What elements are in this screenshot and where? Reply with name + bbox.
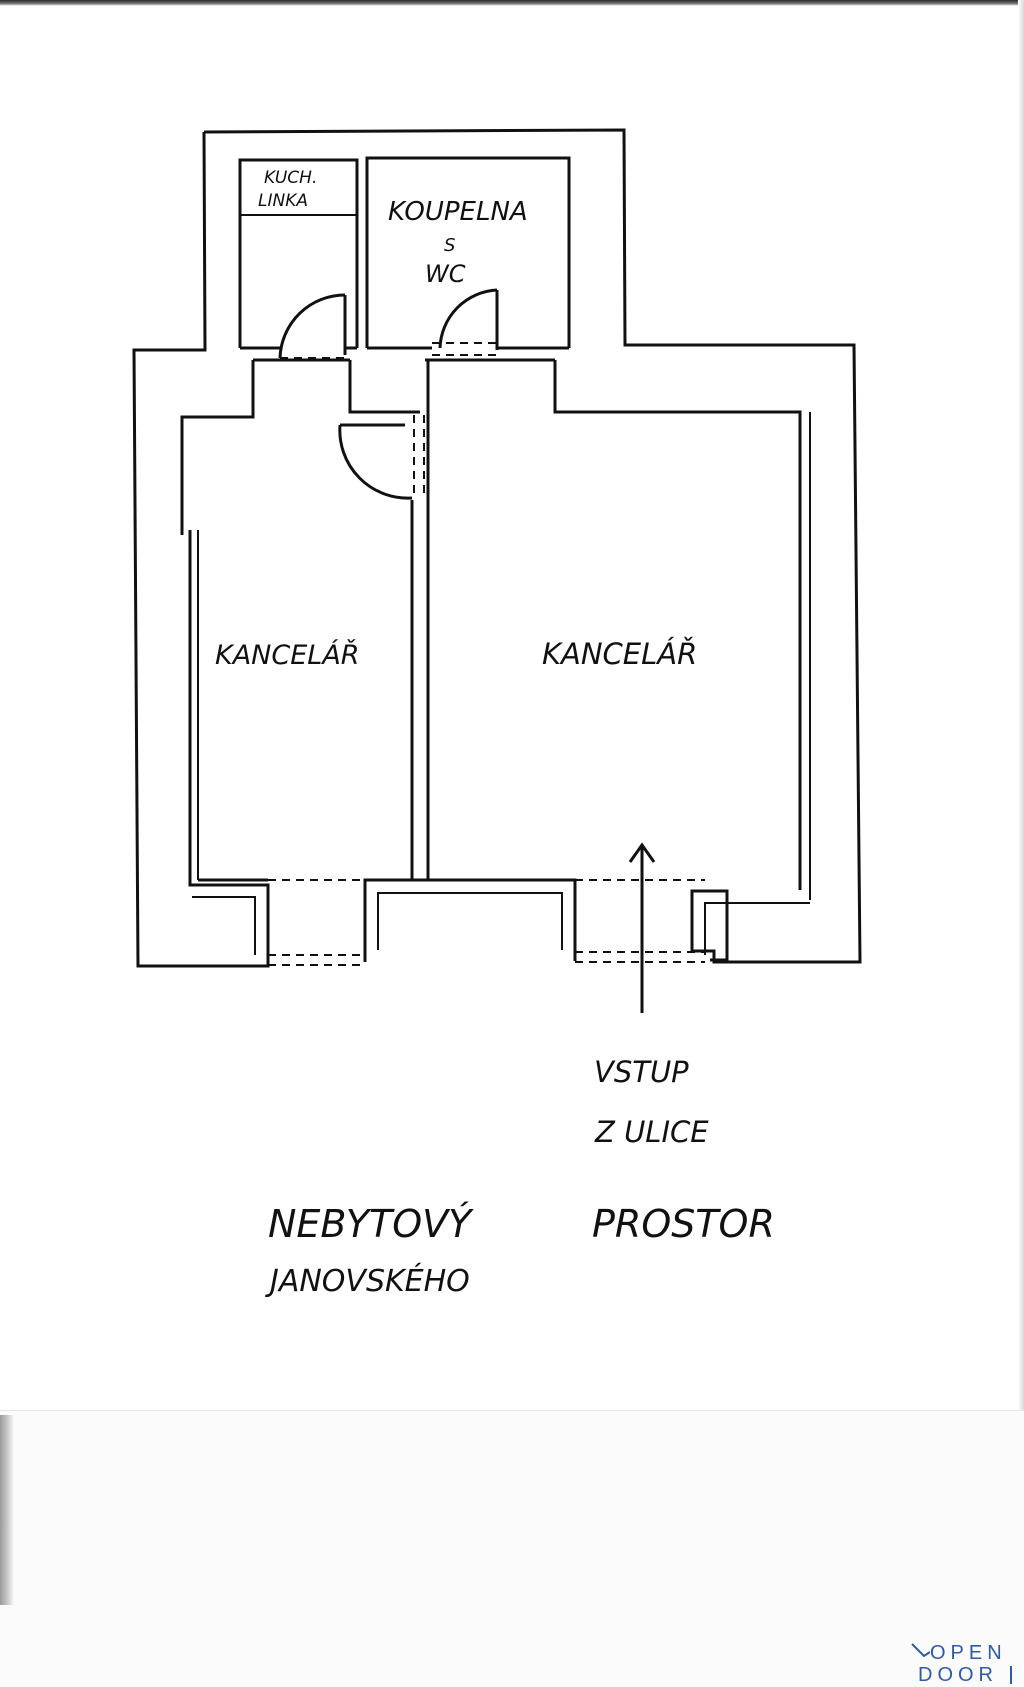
kitchenette-door-swing	[278, 293, 346, 359]
south-wall-left-inner	[192, 896, 256, 955]
scan-right-edge	[1018, 0, 1024, 1420]
scan-paper-bottom	[0, 1410, 1024, 1687]
doors	[278, 288, 499, 500]
outer-wall-outline	[203, 128, 862, 964]
title-line1-b: PROSTOR	[592, 1202, 775, 1246]
south-wall-right-inner	[704, 902, 810, 955]
scan-left-strip	[0, 1415, 14, 1605]
bathroom-label-line2: S	[444, 235, 455, 256]
office-right-label: KANCELÁŘ	[542, 637, 697, 671]
openings	[268, 342, 705, 966]
open-door-logo: OPEN DOOR	[910, 1642, 1022, 1686]
office-left-label: KANCELÁŘ	[215, 639, 360, 671]
logo-line2: DOOR	[918, 1664, 998, 1686]
inner-walls	[180, 156, 811, 900]
kitchenette-label-line1: KUCH.	[264, 168, 317, 188]
entrance-label-line1: VSTUP	[594, 1055, 689, 1089]
scan-top-edge	[0, 0, 1024, 6]
bathroom-walls	[365, 156, 571, 348]
south-wall-middle-inner	[377, 892, 563, 950]
kitchenette-walls	[238, 158, 359, 348]
logo-slash-icon	[911, 1643, 930, 1658]
bathroom-label-line1: KOUPELNA	[388, 197, 528, 227]
bathroom-label-line3: WC	[425, 260, 466, 288]
kitchenette-label-line2: LINKA	[258, 191, 308, 211]
entrance-arrow-head	[628, 842, 656, 863]
entrance-label-line2: Z ULICE	[594, 1115, 709, 1149]
bathroom-door-swing	[438, 288, 498, 349]
title-line2: JANOVSKÉHO	[265, 1263, 470, 1299]
office-door-swing	[338, 424, 413, 500]
title-line1-a: NEBYTOVÝ	[268, 1202, 474, 1246]
logo-line1: OPEN	[930, 1642, 1007, 1664]
floor-plan: KUCH. LINKA KOUPELNA S WC KANCELÁŘ KANCE…	[132, 128, 862, 1299]
outer-wall-left	[132, 131, 270, 968]
entrance-arrow	[628, 842, 656, 1013]
outer-walls	[132, 128, 862, 968]
right-office-top-wall	[553, 360, 802, 890]
corridor-wall-left	[180, 360, 255, 535]
corridor-wall-middle	[348, 360, 420, 414]
logo-bar	[1010, 1666, 1012, 1684]
